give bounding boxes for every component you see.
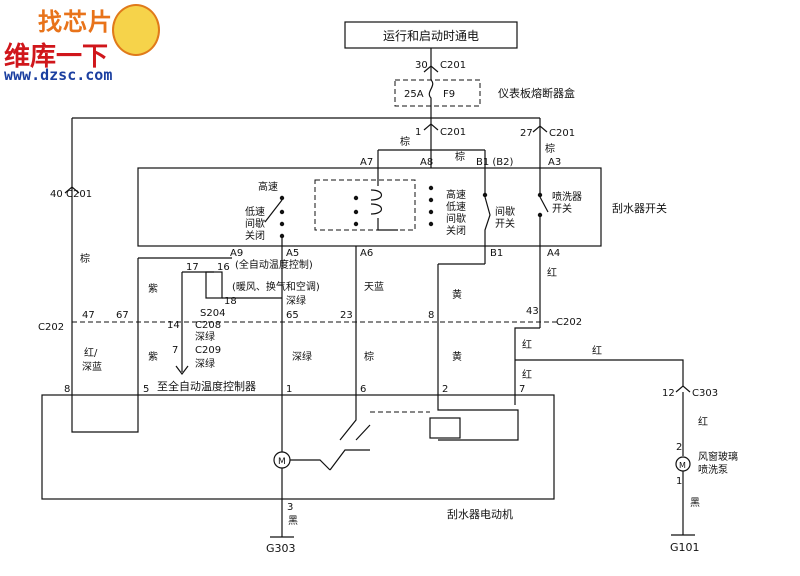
pin-a6: A6 xyxy=(360,248,373,259)
c201-pin-30: 30 xyxy=(415,60,428,71)
s204-box xyxy=(205,271,223,299)
motor-pin-8: 8 xyxy=(64,384,70,395)
pump-pin-1: 1 xyxy=(676,476,682,487)
pin-a3: A3 xyxy=(548,157,561,168)
c208-label: C208 xyxy=(195,320,221,331)
ground-g101: G101 xyxy=(670,541,700,554)
wire-color-red-mid: 红 xyxy=(522,338,532,351)
pin-a9: A9 xyxy=(230,248,243,259)
pump-label: 风窗玻璃喷洗泵 xyxy=(698,450,738,476)
switch-text-high: 高速 xyxy=(258,180,278,193)
c202-pin-8: 8 xyxy=(428,310,434,321)
wire-color-red-motor: 红 xyxy=(522,368,532,381)
svg-text:M: M xyxy=(278,457,286,467)
s204-pin-17: 17 xyxy=(186,262,199,273)
logo-top-text: 找芯片 xyxy=(38,8,113,36)
motor-pin-1: 1 xyxy=(286,384,292,395)
wiper-switch-box xyxy=(137,167,602,247)
pump-pin-2: 2 xyxy=(676,442,682,453)
switch-text-washer: 喷洗器开关 xyxy=(552,191,582,215)
wire-color-red-dark-blue: 红/深蓝 xyxy=(82,346,102,373)
c201-pin-40: 40 xyxy=(50,189,63,200)
logo-mid-text: 维库一下 xyxy=(4,42,109,72)
switch-text-low-int-off: 低速间歇关闭 xyxy=(245,205,265,242)
c209-label: C209 xyxy=(195,345,221,356)
pin-a8: A8 xyxy=(420,157,433,168)
power-label: 运行和启动时通电 xyxy=(383,29,479,43)
wire-color-brown-splice: 棕 xyxy=(400,135,410,148)
switch-internal-contacts xyxy=(279,185,543,239)
c201-label-mid: C201 xyxy=(440,127,466,138)
mascot-icon xyxy=(112,4,160,56)
switch-text-mid-stack: 高速低速间歇关闭 xyxy=(446,188,466,237)
ground-g303: G303 xyxy=(266,542,296,555)
pin-a5: A5 xyxy=(286,248,299,259)
pin-a4: A4 xyxy=(547,248,560,259)
fuse-box-label: 仪表板熔断器盒 xyxy=(498,86,575,100)
c201-pin-27: 27 xyxy=(520,128,533,139)
fuse-id: F9 xyxy=(443,89,455,100)
wire-color-dark-green-a5: 深绿 xyxy=(286,294,306,307)
motor-label: 刮水器电动机 xyxy=(447,507,513,521)
c202-label-left: C202 xyxy=(38,322,64,333)
motor-pin-7: 7 xyxy=(519,384,525,395)
s204-pin-18: 18 xyxy=(224,296,237,307)
c201-label-left: C201 xyxy=(66,189,92,200)
c201-pin-1: 1 xyxy=(415,127,421,138)
c209-pin-7: 7 xyxy=(172,345,178,356)
c202-pin-23: 23 xyxy=(340,310,353,321)
wire-color-red-pump: 红 xyxy=(698,415,708,428)
hvac-label: (暖风、换气和空调) xyxy=(232,280,320,293)
switch-label: 刮水器开关 xyxy=(612,201,667,215)
fuse-rating: 25A xyxy=(404,89,424,100)
s204-label: S204 xyxy=(200,308,225,319)
c202-label-right: C202 xyxy=(556,317,582,328)
wire-color-dark-green-c209: 深绿 xyxy=(195,357,215,370)
wiper-motor-box xyxy=(41,394,555,500)
motor-pin-2: 2 xyxy=(442,384,448,395)
auto-temp-label: (全自动温度控制) xyxy=(235,258,313,271)
controller-label: 至全自动温度控制器 xyxy=(157,379,256,393)
wire-color-brown-left: 棕 xyxy=(80,252,90,265)
c303-label: C303 xyxy=(692,388,718,399)
wire-color-purple-bottom: 紫 xyxy=(148,351,158,363)
wire-color-black-left: 黑 xyxy=(288,515,298,527)
wire-color-black-right: 黑 xyxy=(690,497,700,509)
wire-color-yellow-bottom: 黄 xyxy=(452,350,462,363)
s204-pin-16: 16 xyxy=(217,262,230,273)
wire-color-sky-blue: 天蓝 xyxy=(364,281,384,293)
wire-color-purple-top: 紫 xyxy=(148,283,158,295)
logo-url: www.dzsc.com xyxy=(4,66,113,84)
motor-pin-6: 6 xyxy=(360,384,366,395)
pin-a7: A7 xyxy=(360,157,373,168)
pin-b1: B1 xyxy=(490,248,503,259)
svg-text:M: M xyxy=(679,461,686,470)
wire-color-brown-a8: 棕 xyxy=(455,150,465,163)
wire-color-yellow-top: 黄 xyxy=(452,288,462,301)
wire-color-brown-right: 棕 xyxy=(545,142,555,155)
c202-pin-47: 47 xyxy=(82,310,95,321)
c303-pin-12: 12 xyxy=(662,388,675,399)
wire-color-brown-bottom: 棕 xyxy=(364,350,374,363)
wire-color-dark-green-c208: 深绿 xyxy=(195,330,215,343)
wire-color-red-a4: 红 xyxy=(547,266,557,279)
c202-pin-67: 67 xyxy=(116,310,129,321)
c202-pin-43: 43 xyxy=(526,306,539,317)
switch-text-intermittent: 间歇开关 xyxy=(495,205,515,230)
pin-b1b2: B1 (B2) xyxy=(476,157,514,168)
wire-color-dark-green-bottom: 深绿 xyxy=(292,350,312,363)
site-logo: 找芯片 维库一下 www.dzsc.com xyxy=(0,0,160,90)
c201-label-right: C201 xyxy=(549,128,575,139)
c202-pin-65: 65 xyxy=(286,310,299,321)
motor-pin-5: 5 xyxy=(143,384,149,395)
fuse-box xyxy=(394,79,481,107)
c201-label-top: C201 xyxy=(440,60,466,71)
wire-color-red-horizontal: 红 xyxy=(592,344,602,357)
motor-pin-3: 3 xyxy=(287,502,293,513)
c208-pin-14: 14 xyxy=(167,320,180,331)
